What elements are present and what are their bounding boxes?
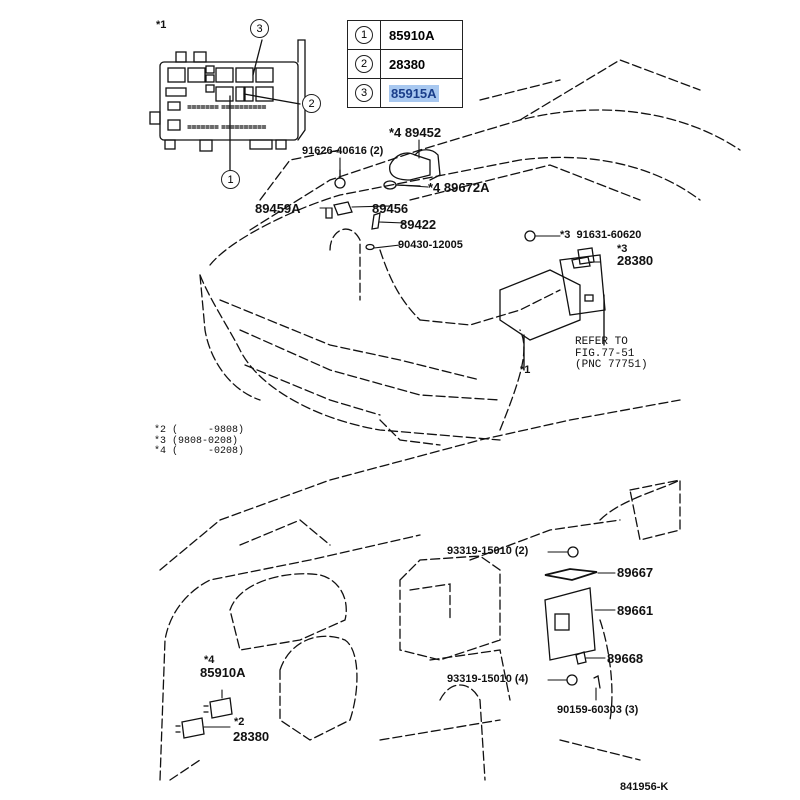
applicability-notes: *2 ( -9808) *3 (9808-0208) *4 ( -0208) (154, 425, 245, 457)
legend-row[interactable]: 2 28380 (348, 50, 462, 79)
label-91631-60620[interactable]: *3 91631-60620 (560, 229, 642, 241)
label-89459A[interactable]: 89459A (255, 201, 301, 216)
legend-row-selected[interactable]: 3 85915A (348, 79, 462, 107)
label-89672A[interactable]: *4 89672A (428, 180, 490, 195)
label-85910A-prefix: *4 (204, 654, 215, 666)
label-28380-bottom-prefix: *2 (234, 716, 245, 728)
label-89422[interactable]: 89422 (400, 217, 437, 232)
lower-relays-drawing (175, 697, 233, 739)
label-93319-15010-2[interactable]: 93319-15010 (2) (447, 545, 529, 557)
callout-number: 1 (355, 26, 373, 44)
label-85910A[interactable]: 85910A (200, 665, 246, 680)
callout-number: 2 (355, 55, 373, 73)
callout-1[interactable]: 1 (221, 170, 240, 189)
legend-part-number[interactable]: 28380 (389, 56, 426, 72)
label-28380-top[interactable]: 28380 (617, 253, 654, 268)
label-90159-60303[interactable]: 90159-60303 (3) (557, 704, 639, 716)
callout-3[interactable]: 3 (250, 19, 269, 38)
dashboard-outline (159, 399, 681, 781)
label-91626-40616[interactable]: 91626-40616 (2) (302, 145, 384, 157)
label-89452[interactable]: *4 89452 (389, 125, 442, 140)
figure-code: 841956-K (620, 781, 669, 793)
leader-lines (203, 139, 616, 728)
part-legend-table: 1 85910A 2 28380 3 85915A (347, 20, 463, 108)
relay-block-note: *1 (156, 19, 167, 31)
relay-block-drawing (149, 39, 306, 171)
label-28380-top-prefix: *3 (617, 243, 628, 255)
vehicle-front-outline (199, 59, 741, 446)
legend-row[interactable]: 1 85910A (348, 21, 462, 50)
label-89456[interactable]: 89456 (372, 201, 409, 216)
note-star1: *1 (520, 364, 531, 376)
label-89661[interactable]: 89661 (617, 603, 654, 618)
label-93319-15010-4[interactable]: 93319-15010 (4) (447, 673, 529, 685)
label-89668[interactable]: 89668 (607, 651, 644, 666)
legend-part-number[interactable]: 85910A (389, 27, 435, 43)
callout-number: 3 (355, 84, 373, 102)
label-28380-bottom[interactable]: 28380 (233, 729, 270, 744)
label-89667[interactable]: 89667 (617, 565, 654, 580)
ecu-module-drawing (544, 546, 601, 689)
callout-2[interactable]: 2 (302, 94, 321, 113)
refer-note[interactable]: REFER TO FIG.77-51 (PNC 77751) (575, 336, 648, 372)
legend-part-number-highlighted[interactable]: 85915A (389, 84, 439, 102)
label-90430-12005[interactable]: 90430-12005 (398, 239, 463, 251)
